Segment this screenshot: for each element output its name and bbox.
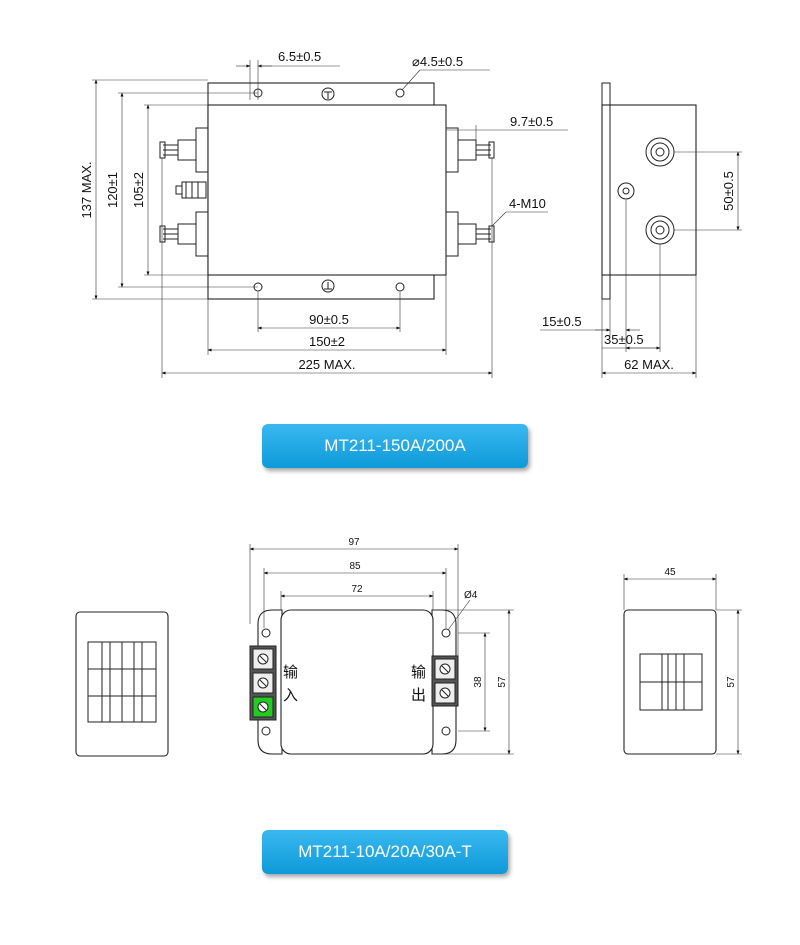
dim-overall-width: 225 MAX. [298,357,355,372]
dim-hole-diameter: ⌀4.5±0.5 [412,54,463,69]
input-terminal-block [249,645,277,721]
dim-small-overall-width: 97 [348,537,360,548]
model-badge-top: MT211-150A/200A [262,424,528,468]
dim-height-mount: 120±1 [105,172,120,208]
dim-hole-offset: 6.5±0.5 [278,49,321,64]
output-label-2: 出 [411,686,426,704]
right-stud-upper [445,127,495,173]
dim-stud-offset: 9.7±0.5 [510,114,553,129]
output-terminal-block [431,655,459,707]
small-hole-bl [261,726,271,736]
left-stud-upper [159,127,209,173]
dim-small-height: 57 [497,676,508,688]
dim-side-offset-a: 15±0.5 [542,314,582,329]
dim-height-body: 105±2 [131,172,146,208]
small-hole-br [441,726,451,736]
dim-side-width: 45 [664,567,676,578]
dim-stud-spec: 4-M10 [509,196,546,211]
dim-side-depth: 62 MAX. [624,357,674,372]
dim-small-terminal-spacing: 38 [473,676,484,688]
dim-hole-spacing: 90±0.5 [309,312,349,327]
small-hole-tl [261,628,271,638]
left-stud-lower [159,211,209,257]
dim-small-body-width: 72 [351,584,363,595]
ground-icon-top [321,87,335,101]
dim-side-height: 57 [726,676,737,688]
ground-stud [175,181,207,199]
side-body [601,104,697,276]
side-ground-terminal [617,182,635,200]
output-label-1: 输 [411,663,426,681]
dim-height-max: 137 MAX. [79,161,94,218]
dim-small-hole-spacing: 85 [349,561,361,572]
small-filter-body [280,609,434,755]
top-side-view: 50±0.5 15±0.5 35±0.5 62 MAX. [540,82,742,378]
small-hole-tr [441,628,451,638]
dim-side-offset-b: 35±0.5 [604,332,644,347]
model-badge-bottom: MT211-10A/20A/30A-T [262,830,508,874]
dim-side-terminal-spacing: 50±0.5 [721,171,736,211]
input-label-2: 入 [283,686,298,704]
dim-body-width: 150±2 [309,334,345,349]
right-stud-lower [445,211,495,257]
ground-icon-bottom [321,279,335,293]
mount-hole-tr [395,88,405,98]
bottom-right-side-view: 45 57 [623,567,742,755]
bottom-front-view: 输 入 输 出 97 85 72 Ø4 38 57 [249,537,514,755]
top-front-view: 6.5±0.5 ⌀4.5±0.5 9.7±0.5 4-M10 137 MAX. … [79,49,568,378]
input-label-1: 输 [283,663,298,681]
bottom-left-side-view [75,611,169,757]
filter-body [207,104,447,276]
dim-small-hole-diameter: Ø4 [464,590,478,601]
mount-hole-br [395,282,405,292]
side-plate [601,82,611,300]
